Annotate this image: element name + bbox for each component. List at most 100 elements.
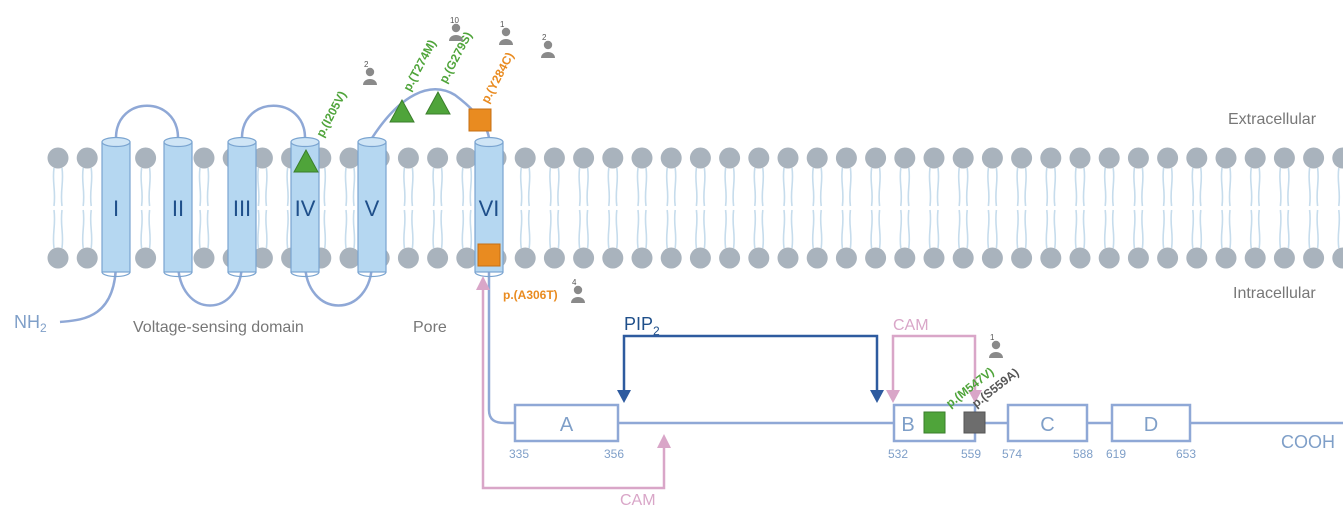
lipid-head-inner (456, 247, 478, 269)
helix-label: VI (479, 196, 500, 221)
cam-bottom-arrow (481, 285, 666, 490)
variant-label-i205v: p.(I205V) (313, 89, 349, 140)
lipid-head-outer (1127, 147, 1149, 169)
lipid-head-inner (1040, 247, 1062, 269)
lipid (1157, 147, 1179, 269)
helix-label: IV (295, 196, 316, 221)
domain-start-position: 619 (1106, 447, 1126, 461)
lipid-head-outer (76, 147, 98, 169)
lipid-head-outer (135, 147, 157, 169)
lipid-head-outer (660, 147, 682, 169)
variant-markers (293, 90, 986, 434)
patient-icon: 2 (363, 60, 377, 85)
lipid (1273, 147, 1295, 269)
pip2-arrow (622, 334, 879, 395)
cam-top-arrowhead-right (968, 390, 982, 403)
lipid (1040, 147, 1062, 269)
lipid (689, 147, 711, 269)
lipid-head-outer (427, 147, 449, 169)
lipid (806, 147, 828, 269)
pip2-label: PIP2 (624, 314, 660, 338)
lipid-head-inner (427, 247, 449, 269)
domain-end-position: 653 (1176, 447, 1196, 461)
variant-label-y284c: p.(Y284C) (478, 50, 516, 105)
variant-marker-y284c (468, 108, 492, 132)
pip2-arrowhead-right (870, 390, 884, 403)
patient-icon: 10 (449, 16, 463, 41)
patient-count: 10 (450, 16, 459, 25)
lipid-head-inner (1098, 247, 1120, 269)
lipid (1127, 147, 1149, 269)
lipid-head-inner (1244, 247, 1266, 269)
lipid (1069, 147, 1091, 269)
pip2-main-text: PIP (624, 314, 653, 334)
patient-count: 4 (572, 278, 577, 287)
variant-marker-i205v (293, 148, 319, 173)
domain-label: A (560, 414, 574, 436)
lipid-head-outer (865, 147, 887, 169)
patient-count: 2 (542, 33, 547, 42)
helix-segment-i: I (101, 136, 131, 278)
lipid-head-inner (514, 247, 536, 269)
helix-label: II (172, 196, 184, 221)
lipid-head-inner (339, 247, 361, 269)
lipid-head-inner (923, 247, 945, 269)
lipid (748, 147, 770, 269)
variant-label-a306t: p.(A306T) (503, 288, 558, 302)
lipid-head-outer (573, 147, 595, 169)
lipid-head-outer (47, 147, 69, 169)
transmembrane-loops (59, 88, 1343, 425)
lipid-head-outer (514, 147, 536, 169)
lipid (543, 147, 565, 269)
lipid (1332, 147, 1343, 269)
pip2-sub-text: 2 (653, 324, 660, 338)
cam-bottom-arrowhead-vi (476, 276, 490, 290)
lipid-head-outer (1186, 147, 1208, 169)
cam-bottom-label: CAM (620, 492, 656, 509)
lipid-head-outer (631, 147, 653, 169)
patient-count: 2 (364, 60, 369, 69)
patient-icon: 2 (541, 33, 555, 58)
lipid (135, 147, 157, 269)
lipid-head-outer (719, 147, 741, 169)
patient-icon: 4 (571, 278, 585, 303)
lipid-head-outer (339, 147, 361, 169)
lipid-head-outer (894, 147, 916, 169)
voltage-sensing-label: Voltage-sensing domain (133, 319, 304, 336)
lipid-head-outer (602, 147, 624, 169)
lipid-head-inner (660, 247, 682, 269)
lipid-head-outer (1215, 147, 1237, 169)
lipid (631, 147, 653, 269)
lipid-head-outer (1273, 147, 1295, 169)
cooh-label: COOH (1281, 432, 1335, 452)
lipid-head-inner (981, 247, 1003, 269)
lipid-head-outer (806, 147, 828, 169)
lipid (1244, 147, 1266, 269)
lipid (339, 147, 361, 269)
lipid-head-inner (748, 247, 770, 269)
lipid (1215, 147, 1237, 269)
cam-top-arrow (891, 334, 977, 395)
lipid-head-outer (835, 147, 857, 169)
helix-label: I (113, 196, 119, 221)
lipid-head-outer (748, 147, 770, 169)
nh2-main: NH (14, 312, 40, 332)
lipid-head-inner (76, 247, 98, 269)
lipid-head-outer (193, 147, 215, 169)
nh2-label: NH2 (14, 312, 47, 335)
lipid-head-outer (1332, 147, 1343, 169)
helix-label: V (365, 196, 380, 221)
lipid (514, 147, 536, 269)
domain-label: C (1040, 414, 1054, 436)
lipid-head-inner (543, 247, 565, 269)
lipid-head-inner (193, 247, 215, 269)
lipid-head-outer (397, 147, 419, 169)
lipid-head-inner (1011, 247, 1033, 269)
lipid-head-inner (806, 247, 828, 269)
helix-segment-v: V (357, 136, 387, 278)
